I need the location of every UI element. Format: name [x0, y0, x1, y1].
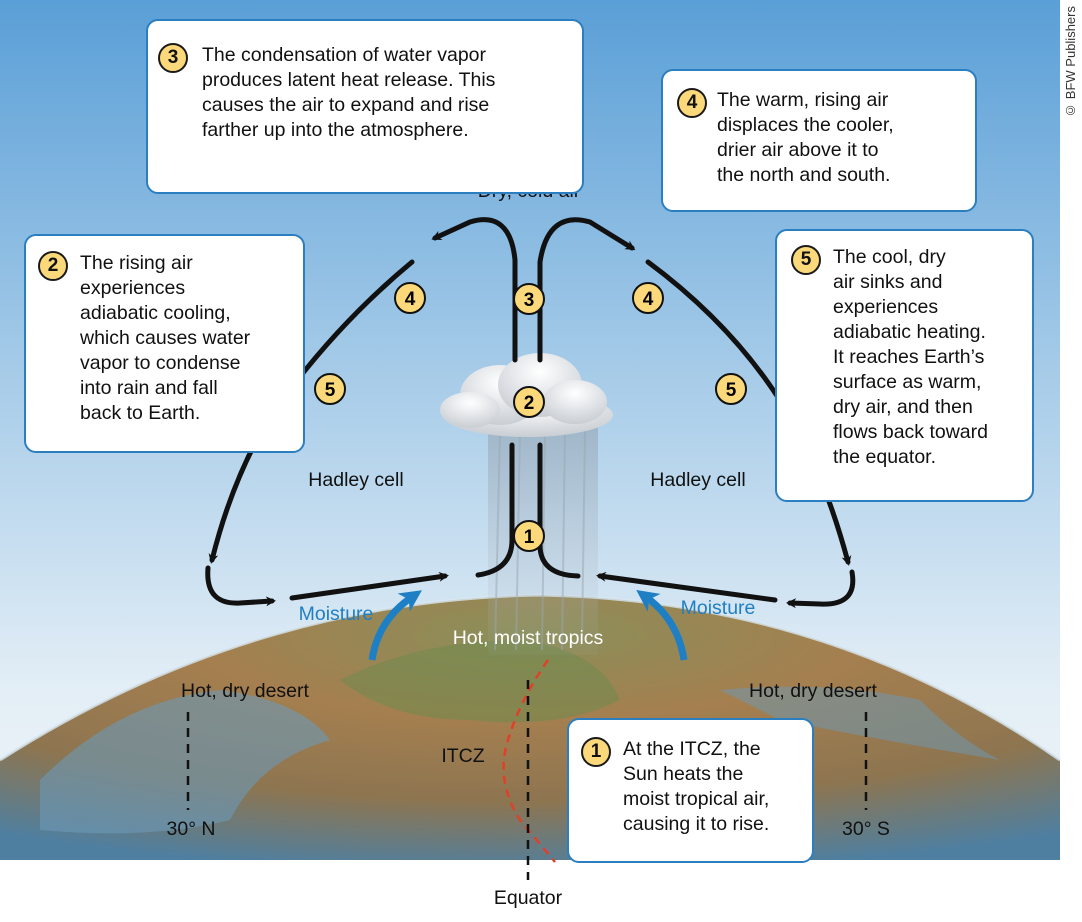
marker-text: 3 — [524, 290, 535, 311]
diagram-labels: Dry, cold air Hadley cell Hadley cell Mo… — [167, 180, 890, 909]
marker-5-right: 5 — [715, 373, 747, 405]
right-return-branch — [596, 571, 778, 603]
hadley-cell-right-label: Hadley cell — [650, 469, 745, 491]
callout-text: At the ITCZ, the Sun heats the moist tro… — [623, 738, 770, 835]
moisture-arrow-left — [368, 590, 422, 661]
marker-1-center: 1 — [513, 520, 545, 552]
left-rising-branch — [475, 442, 515, 578]
latitude-lines — [186, 680, 868, 880]
marker-text: 5 — [726, 380, 737, 401]
callout-step-2: 2 The rising air experiences adiabatic c… — [24, 234, 305, 453]
callout-text: The rising air experiences adiabatic coo… — [80, 252, 251, 424]
moisture-right-label: Moisture — [681, 597, 756, 619]
marker-text: 4 — [405, 289, 416, 310]
lat-30n-label: 30° N — [167, 818, 216, 840]
itcz-line — [502, 659, 556, 863]
moisture-left-label: Moisture — [299, 603, 374, 625]
copyright-notice: © BFW Publishers — [1063, 6, 1078, 118]
callout-text: The warm, rising air displaces the coole… — [717, 89, 894, 186]
marker-text: 2 — [524, 393, 535, 414]
moisture-arrows — [368, 589, 688, 661]
callout-badge: 4 — [677, 88, 707, 118]
marker-3-center: 3 — [513, 283, 545, 315]
callout-step-3: 3 The condensation of water vapor produc… — [146, 19, 584, 194]
marker-text: 1 — [524, 527, 535, 548]
equator-label: Equator — [494, 887, 563, 909]
callout-step-1: 1 At the ITCZ, the Sun heats the moist t… — [567, 718, 814, 863]
lat-30s-label: 30° S — [842, 818, 890, 840]
left-top-branch — [431, 217, 518, 363]
hadley-cell-left-label: Hadley cell — [308, 469, 403, 491]
callout-text: The cool, dry air sinks and experiences … — [833, 246, 988, 468]
callout-badge: 1 — [581, 737, 611, 767]
marker-4-right: 4 — [632, 282, 664, 314]
moisture-arrow-right — [636, 589, 688, 661]
left-return-branch — [289, 571, 449, 601]
marker-text: 5 — [325, 380, 336, 401]
rain-cloud — [440, 353, 613, 437]
left-surface-branch — [205, 565, 276, 607]
callout-step-4: 4 The warm, rising air displaces the coo… — [661, 69, 977, 212]
right-top-branch — [537, 217, 636, 363]
callout-badge: 3 — [158, 43, 188, 73]
marker-5-left: 5 — [314, 373, 346, 405]
desert-right-label: Hot, dry desert — [749, 680, 877, 702]
callout-step-5: 5 The cool, dry air sinks and experience… — [775, 229, 1034, 502]
step-markers: 3 2 1 4 4 5 5 — [314, 282, 747, 552]
callout-text: The condensation of water vapor produces… — [202, 44, 496, 141]
callout-badge: 5 — [791, 245, 821, 275]
callout-badge: 2 — [38, 251, 68, 281]
itcz-label: ITCZ — [441, 745, 484, 767]
marker-text: 4 — [643, 289, 654, 310]
marker-2-center: 2 — [513, 386, 545, 418]
marker-4-left: 4 — [394, 282, 426, 314]
hot-moist-tropics-label: Hot, moist tropics — [453, 627, 604, 649]
right-surface-branch — [786, 569, 856, 609]
desert-left-label: Hot, dry desert — [181, 680, 309, 702]
